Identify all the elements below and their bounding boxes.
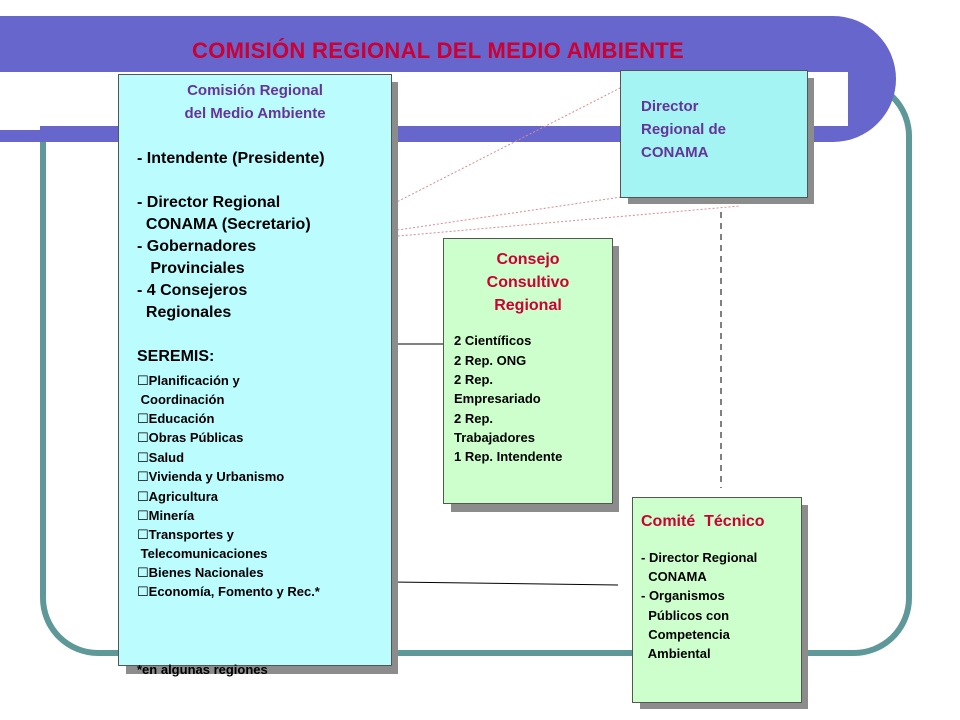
director-line: CONAMA [641, 144, 709, 161]
comision-footnote: *en algunas regiones [137, 662, 268, 677]
consejo-heading-2: Consultivo [486, 274, 570, 291]
seremis-heading: SEREMIS: [137, 348, 215, 365]
bullet-box-icon: ☐ [137, 584, 149, 599]
comite-line: Competencia [641, 627, 730, 642]
comision-member: - Gobernadores [137, 238, 257, 255]
comite-heading: Comité Técnico [641, 513, 765, 530]
comision-member: - Director Regional [137, 194, 281, 211]
consejo-line: 2 Rep. [454, 372, 494, 387]
bullet-box-icon: ☐ [137, 565, 149, 580]
connector-comision-comite [391, 581, 619, 586]
comision-member: - Intendente (Presidente) [137, 150, 325, 167]
consejo-line: 2 Científicos [454, 333, 532, 348]
seremi-item: ☐Transportes y [137, 527, 234, 542]
header-rule [40, 126, 848, 130]
bullet-box-icon: ☐ [137, 373, 149, 388]
comite-line: Públicos con [641, 608, 730, 623]
comision-box: Comisión Regional del Medio Ambiente - I… [118, 74, 392, 677]
bullet-box-icon: ☐ [137, 430, 149, 445]
consejo-line: 2 Rep. ONG [454, 353, 527, 368]
consejo-line: Empresariado [454, 391, 541, 406]
director-line: Director [641, 98, 699, 115]
bullet-box-icon: ☐ [137, 508, 149, 523]
seremi-item: ☐Minería [137, 508, 195, 523]
seremi-item: ☐Planificación y [137, 373, 240, 388]
consejo-heading-1: Consejo [496, 251, 560, 268]
connector-comision-director-3 [329, 205, 741, 243]
comite-line: - Organismos [641, 588, 725, 603]
consejo-box: Consejo Consultivo Regional 2 Científico… [443, 238, 613, 504]
seremi-item: ☐Agricultura [137, 489, 218, 504]
seremi-item: ☐Vivienda y Urbanismo [137, 469, 285, 484]
seremi-item: Coordinación [137, 392, 225, 407]
seremi-item: ☐Bienes Nacionales [137, 565, 264, 580]
bullet-box-icon: ☐ [137, 527, 149, 542]
director-box: Director Regional de CONAMA [620, 70, 808, 198]
consejo-line: 1 Rep. Intendente [454, 449, 563, 464]
comision-member: - 4 Consejeros [137, 282, 248, 299]
comision-member: Regionales [137, 304, 232, 321]
seremi-item: ☐Salud [137, 450, 185, 465]
bullet-box-icon: ☐ [137, 489, 149, 504]
seremi-item: ☐Obras Públicas [137, 430, 244, 445]
bullet-box-icon: ☐ [137, 411, 149, 426]
comite-line: Ambiental [641, 646, 711, 661]
comite-box: Comité Técnico - Director Regional CONAM… [632, 497, 802, 703]
seremi-item: Telecomunicaciones [137, 546, 268, 561]
director-line: Regional de [641, 121, 727, 138]
comision-member: CONAMA (Secretario) [137, 216, 311, 233]
bullet-box-icon: ☐ [137, 450, 149, 465]
consejo-line: 2 Rep. [454, 411, 494, 426]
slide-title: COMISIÓN REGIONAL DEL MEDIO AMBIENTE [192, 38, 684, 63]
comision-heading-1: Comisión Regional [187, 82, 323, 99]
seremi-item: ☐Educación [137, 411, 215, 426]
consejo-heading-3: Regional [494, 297, 562, 314]
consejo-line: Trabajadores [454, 430, 535, 445]
comision-member: Provinciales [137, 260, 245, 277]
comite-line: - Director Regional [641, 550, 758, 565]
comision-heading-2: del Medio Ambiente [184, 105, 326, 122]
bullet-box-icon: ☐ [137, 469, 149, 484]
comite-line: CONAMA [641, 569, 707, 584]
seremi-item: ☐Economía, Fomento y Rec.* [137, 584, 320, 599]
